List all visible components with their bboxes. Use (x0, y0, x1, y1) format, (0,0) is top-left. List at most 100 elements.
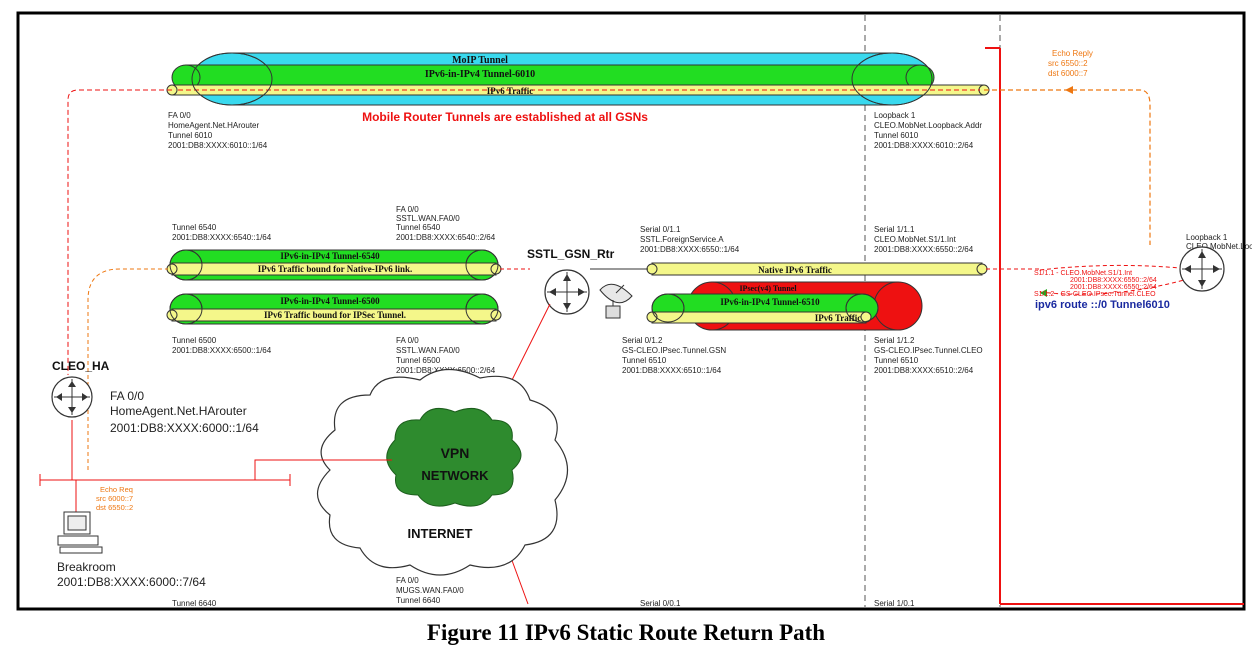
top-tunnel-line1: MoIP Tunnel (452, 55, 508, 66)
cleo-ha-label: CLEO_HA (52, 359, 110, 373)
info-line: Tunnel 6540 (396, 223, 441, 232)
echo-request-line: dst 6550::2 (96, 503, 133, 512)
echo-request-line: Echo Req (100, 485, 133, 494)
ipv6-route-label: ipv6 route ::/0 Tunnel6010 (1035, 299, 1170, 311)
info-line: Serial 0/1.2 (622, 336, 663, 345)
info-line: FA 0/0 (168, 111, 191, 120)
info-line: FA 0/0 (396, 205, 419, 214)
info-line: SSTL.ForeignService.A (640, 235, 724, 244)
return-path-left (67, 89, 172, 375)
top-tunnel-right-info: Loopback 1 CLEO.MobNet.Loopback.Addr Tun… (874, 111, 982, 150)
cloud-internet-label: INTERNET (408, 526, 473, 541)
info-line: SSTL.WAN.FA0/0 (396, 346, 460, 355)
mobile-ipsec-path (1039, 279, 1185, 295)
info-line: Tunnel 6510 (622, 356, 667, 365)
tunnel-6540-line1: IPv6-in-IPv4 Tunnel-6540 (280, 251, 380, 261)
sstl-router-label: SSTL_GSN_Rtr (527, 247, 615, 261)
native-right-info: Serial 1/1.1 CLEO.MobNet.S1/1.Int 2001:D… (874, 225, 974, 254)
top-tunnel (166, 52, 990, 106)
iface-line: 2001:DB8:XXXX:6550::2/64 (1070, 284, 1157, 291)
cleo-ha-router-icon (51, 376, 93, 418)
bottom-label: MUGS.WAN.FA0/0 (396, 586, 464, 595)
info-line: CLEO.MobNet.S1/1.Int (874, 235, 957, 244)
green-arrow-icon (1040, 289, 1047, 297)
figure-caption: Figure 11 IPv6 Static Route Return Path (426, 620, 826, 645)
info-line: CLEO.MobNet.Loopback.Addr (874, 121, 982, 130)
tunnel-6500-line2: IPv6 Traffic bound for IPSec Tunnel. (264, 310, 406, 320)
info-line: 2001:DB8:XXXX:6550::1/64 (640, 245, 740, 254)
mobile-router-icon (1179, 246, 1225, 292)
echo-reply-line: dst 6000::7 (1048, 69, 1088, 78)
echo-request-line: src 6000::7 (96, 494, 133, 503)
info-line: Tunnel 6510 (874, 356, 919, 365)
info-line: Tunnel 6010 (874, 131, 919, 140)
info-line: Serial 1/1.1 (874, 225, 915, 234)
native-link (590, 262, 1040, 276)
tunnel-6500 (166, 293, 502, 325)
breakroom-pc-icon (57, 511, 103, 554)
diagram-frame (16, 11, 1246, 611)
echo-request-path (87, 268, 168, 470)
iface-line: S1/1.1 - CLEO.MobNet.S1/1.Int (1034, 270, 1132, 277)
info-line: 2001:DB8:XXXX:6510::2/64 (874, 366, 974, 375)
top-tunnel-line3: IPv6 Traffic (487, 86, 533, 96)
info-line: 2001:DB8:XXXX:6000::1/64 (110, 421, 259, 435)
info-line: 2001:DB8:XXXX:6500::1/64 (172, 346, 272, 355)
tunnel-6510-right-info: Serial 1/1.2 GS-CLEO.IPsec.Tunnel.CLEO T… (874, 336, 983, 375)
iface-line: S1/1.2 - GS-CLEO.IPsec.Tunnel.CLEO (1034, 291, 1156, 298)
top-tunnel-line2: IPv6-in-IPv4 Tunnel-6010 (425, 69, 535, 80)
tunnel-6500-line1: IPv6-in-IPv4 Tunnel-6500 (280, 296, 380, 306)
info-line: 2001:DB8:XXXX:6540::2/64 (396, 233, 496, 242)
info-line: SSTL.WAN.FA0/0 (396, 214, 460, 223)
bottom-label: Tunnel 6640 (172, 599, 217, 608)
info-line: FA 0/0 (110, 389, 144, 403)
echo-reply-line: src 6550::2 (1048, 59, 1088, 68)
bottom-label: Tunnel 6640 (396, 596, 441, 605)
tunnel-6540 (166, 249, 502, 281)
satellite-dish-icon (599, 283, 633, 319)
link-lan-cloud (254, 459, 392, 480)
echo-reply-path (984, 89, 1151, 245)
breakroom-label: Breakroom (57, 560, 116, 574)
top-tunnel-left-info: FA 0/0 HomeAgent.Net.HArouter Tunnel 601… (168, 111, 268, 150)
info-line: Loopback 1 (874, 111, 916, 120)
iface-line: 2001:DB8:XXXX:6550::2/64 (1070, 277, 1157, 284)
info-line: CLEO.MobNet.Loopback (1186, 242, 1252, 251)
tunnel-6540-right-info: FA 0/0 SSTL.WAN.FA0/0 Tunnel 6540 2001:D… (396, 205, 496, 242)
tunnel-6510-line1: IPsec(v4) Tunnel (739, 284, 797, 293)
cloud-network-label: NETWORK (421, 468, 489, 483)
info-line: GS-CLEO.IPsec.Tunnel.CLEO (874, 346, 983, 355)
echo-arrow-icon (1065, 86, 1073, 94)
internet-cloud (316, 368, 568, 576)
sstl-router-icon (544, 269, 590, 315)
banner-text: Mobile Router Tunnels are established at… (362, 110, 648, 124)
tunnel-6510 (646, 281, 923, 331)
tunnel-6510-line2: IPv6-in-IPv4 Tunnel-6510 (720, 297, 820, 307)
info-line: Serial 1/1.2 (874, 336, 915, 345)
info-line: Tunnel 6500 (172, 336, 217, 345)
mobile-router-info: Loopback 1 CLEO.MobNet.Loopback (1186, 233, 1252, 251)
bottom-label: FA 0/0 (396, 576, 419, 585)
info-line: HomeAgent.Net.HArouter (110, 404, 247, 418)
info-line: Tunnel 6500 (396, 356, 441, 365)
info-line: 2001:DB8:XXXX:6010::2/64 (874, 141, 974, 150)
link-cloud-bottom (509, 554, 529, 605)
tunnel-6540-line2: IPv6 Traffic bound for Native-IPv6 link. (258, 264, 413, 274)
info-line: 2001:DB8:XXXX:6010::1/64 (168, 141, 268, 150)
mobile-native-path (1039, 264, 1181, 271)
info-line: Serial 0/1.1 (640, 225, 681, 234)
mobile-interfaces: S1/1.1 - CLEO.MobNet.S1/1.Int 2001:DB8:X… (1034, 270, 1157, 298)
native-left-info: Serial 0/1.1 SSTL.ForeignService.A 2001:… (640, 225, 740, 254)
bottom-label: Serial 0/0.1 (640, 599, 681, 608)
info-line: HomeAgent.Net.HArouter (168, 121, 259, 130)
info-line: 2001:DB8:XXXX:6540::1/64 (172, 233, 272, 242)
info-line: 2001:DB8:XXXX:6510::1/64 (622, 366, 722, 375)
tunnel-6500-left-info: Tunnel 6500 2001:DB8:XXXX:6500::1/64 (172, 336, 272, 355)
cleo-ha-info: FA 0/0 HomeAgent.Net.HArouter 2001:DB8:X… (110, 389, 259, 435)
info-line: Loopback 1 (1186, 233, 1228, 242)
info-line: FA 0/0 (396, 336, 419, 345)
tunnel-6540-left-info: Tunnel 6540 2001:DB8:XXXX:6540::1/64 (172, 223, 272, 242)
cloud-vpn-label: VPN (441, 445, 470, 461)
native-link-label: Native IPv6 Traffic (758, 265, 832, 275)
